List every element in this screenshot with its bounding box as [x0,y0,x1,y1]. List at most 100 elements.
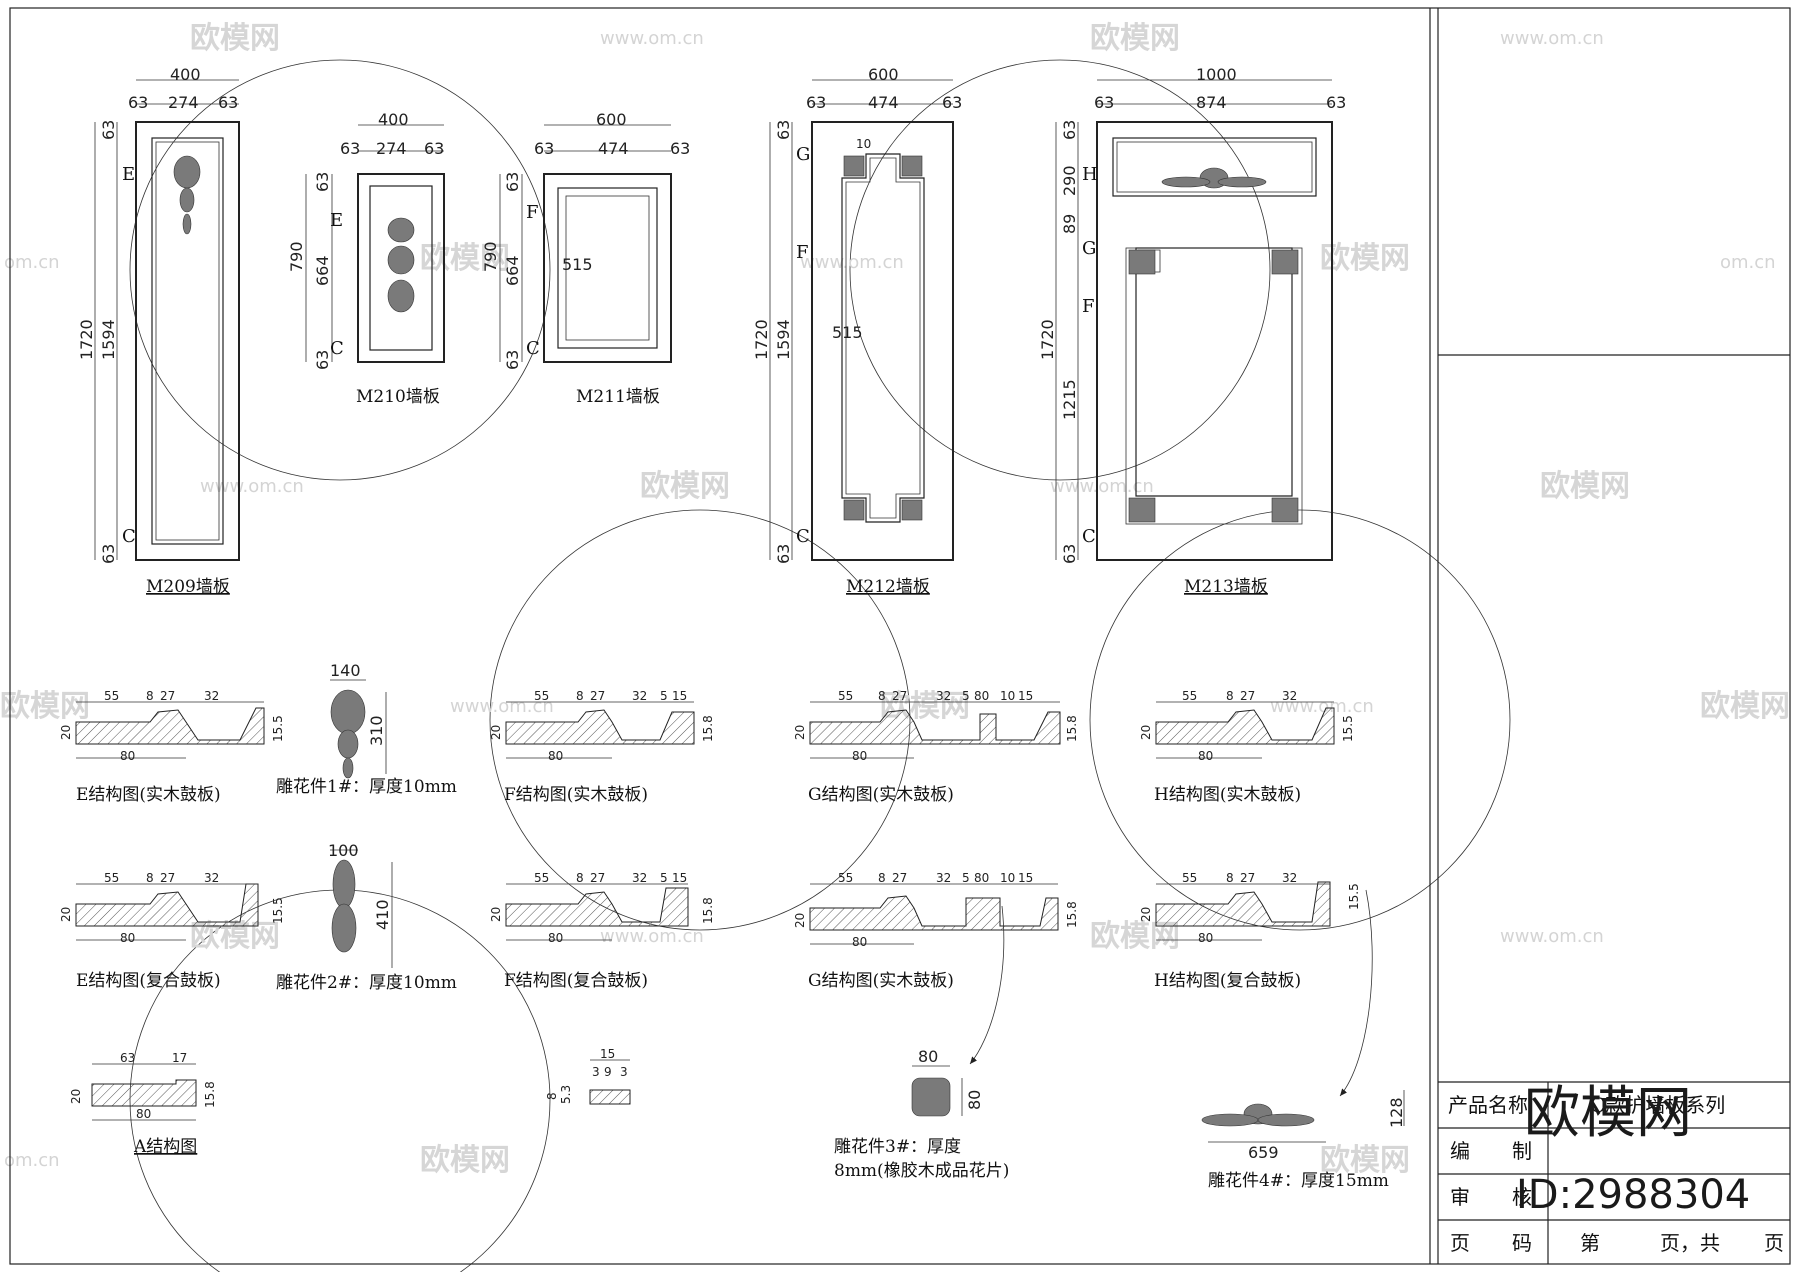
section-caption: H结构图(复合鼓板) [1154,971,1301,991]
watermark-logo: 欧模网 [1090,21,1180,56]
section-tag-e: E [122,164,135,185]
dim-base: 80 [1198,931,1213,945]
watermark-url: om.cn [4,1150,60,1171]
corner-rosette [843,155,865,177]
dim-4: 32 [632,689,647,703]
corner-rosette [1271,249,1299,275]
section-caption: F结构图(复合鼓板) [504,971,648,991]
section-tag-c: C [526,338,540,359]
ornament-shape [331,903,357,953]
dim-h2: 15.8 [701,897,715,924]
carving-width: 140 [330,661,361,680]
dim-1: 15 [600,1047,615,1061]
dim-3: 27 [590,689,605,703]
ornament-shape [1217,176,1267,188]
leader-arrow [1339,889,1373,1097]
section-caption: F结构图(实木鼓板) [504,785,648,805]
watermark-logo: 欧模网 [1700,689,1790,724]
dim-6: 80 [974,871,989,885]
watermark-logo: 欧模网 [420,241,510,276]
section-caption: H结构图(实木鼓板) [1154,785,1301,805]
profile-shape [1155,707,1335,745]
dim-h1: 20 [59,907,73,922]
dim-3: 27 [590,871,605,885]
carving-height: 80 [965,1090,984,1110]
dim-inner: 515 [832,323,863,342]
dim-height-inner: 1215 [1060,379,1079,420]
dim-height-inner: 1594 [774,319,793,360]
review-label-2: 核 [1512,1185,1532,1209]
section-tag-c: C [796,526,810,547]
dim-w-left: 63 [340,139,360,158]
panel-inner-bead [155,141,220,541]
dim-w-right: 63 [942,93,962,112]
dim-5: 5 [962,689,970,703]
section-tag-c: C [1082,526,1096,547]
watermark-url: om.cn [4,252,60,273]
sheet-frame [9,7,1791,1265]
dim-bottom: 63 [99,544,118,564]
dim-inner: 515 [562,255,593,274]
dim-3: 27 [892,689,907,703]
watermark-logo: 欧模网 [640,469,730,504]
dim-height-inner: 664 [313,255,332,286]
section-small: 15 3 9 3 8 5.3 [545,1047,631,1105]
dim-5: 5 [660,689,668,703]
panel-m213: 1000 63 874 63 1720 1215 63 290 89 63 H … [1038,65,1346,597]
section-caption: G结构图(实木鼓板) [808,785,954,805]
dim-h2: 15.8 [203,1081,217,1108]
dim-3: 27 [892,871,907,885]
dim-4: 32 [204,871,219,885]
dim-w-left: 63 [534,139,554,158]
dim-3: 9 [604,1065,612,1079]
brand-name: 欧模网 [1524,1081,1692,1146]
ornament-shape [182,213,192,235]
watermark-url: www.om.cn [1500,28,1604,49]
profile-shape [589,1089,631,1105]
dim-1: 55 [1182,689,1197,703]
dim-width: 600 [868,65,899,84]
editor-label-2: 制 [1512,1139,1532,1163]
corner-rosette [1128,249,1156,275]
dim-3: 27 [160,689,175,703]
dim-height: 790 [481,241,500,272]
dim-w-left: 63 [1094,93,1114,112]
carving-ornament-top [1161,167,1267,189]
panel-inner-profile [841,153,925,523]
carving-height: 310 [367,715,386,746]
dim-5: 5 [660,871,668,885]
carving-width: 100 [328,841,359,860]
panel-inner [369,185,433,351]
panel-m211: 600 63 474 63 790 664 63 63 F C 515 M211… [481,110,690,407]
ornament-shape [1257,1113,1315,1127]
dim-height: 1720 [752,319,771,360]
panel-m209: 400 63 274 63 1720 1594 63 63 E C M209墙板 [77,65,240,597]
carving-caption: 雕花件4#：厚度15mm [1208,1171,1389,1191]
section-caption: G结构图(实木鼓板) [808,971,954,991]
dim-base: 80 [852,935,867,949]
dim-2: 8 [1226,871,1234,885]
page-no-mid: 页，共 [1660,1231,1720,1255]
dim-w-left: 63 [128,93,148,112]
panel-outer [811,121,954,561]
dim-h1: 8 [545,1092,559,1100]
dim-6: 15 [672,689,687,703]
dim-1: 55 [1182,871,1197,885]
carving-caption: 雕花件1#：厚度10mm [276,777,457,797]
panel-outer [1096,121,1333,561]
dim-top: 63 [774,120,793,140]
section-a: 63 17 20 15.8 80 A结构图 [69,1051,217,1157]
dim-2: 8 [576,689,584,703]
section-tag-c: C [122,526,136,547]
dim-6: 80 [974,689,989,703]
panel-inner-bead [565,195,650,341]
watermark-logo: 欧模网 [1320,241,1410,276]
dim-2: 17 [172,1051,187,1065]
panel-inner [557,187,658,349]
carving-1: 140 310 雕花件1#：厚度10mm [276,661,457,797]
dim-top: 63 [1060,120,1079,140]
carving-2: 100 410 雕花件2#：厚度10mm [276,841,457,993]
dim-top: 63 [503,172,522,192]
panel-inner [151,137,224,545]
dim-2: 3 [592,1065,600,1079]
